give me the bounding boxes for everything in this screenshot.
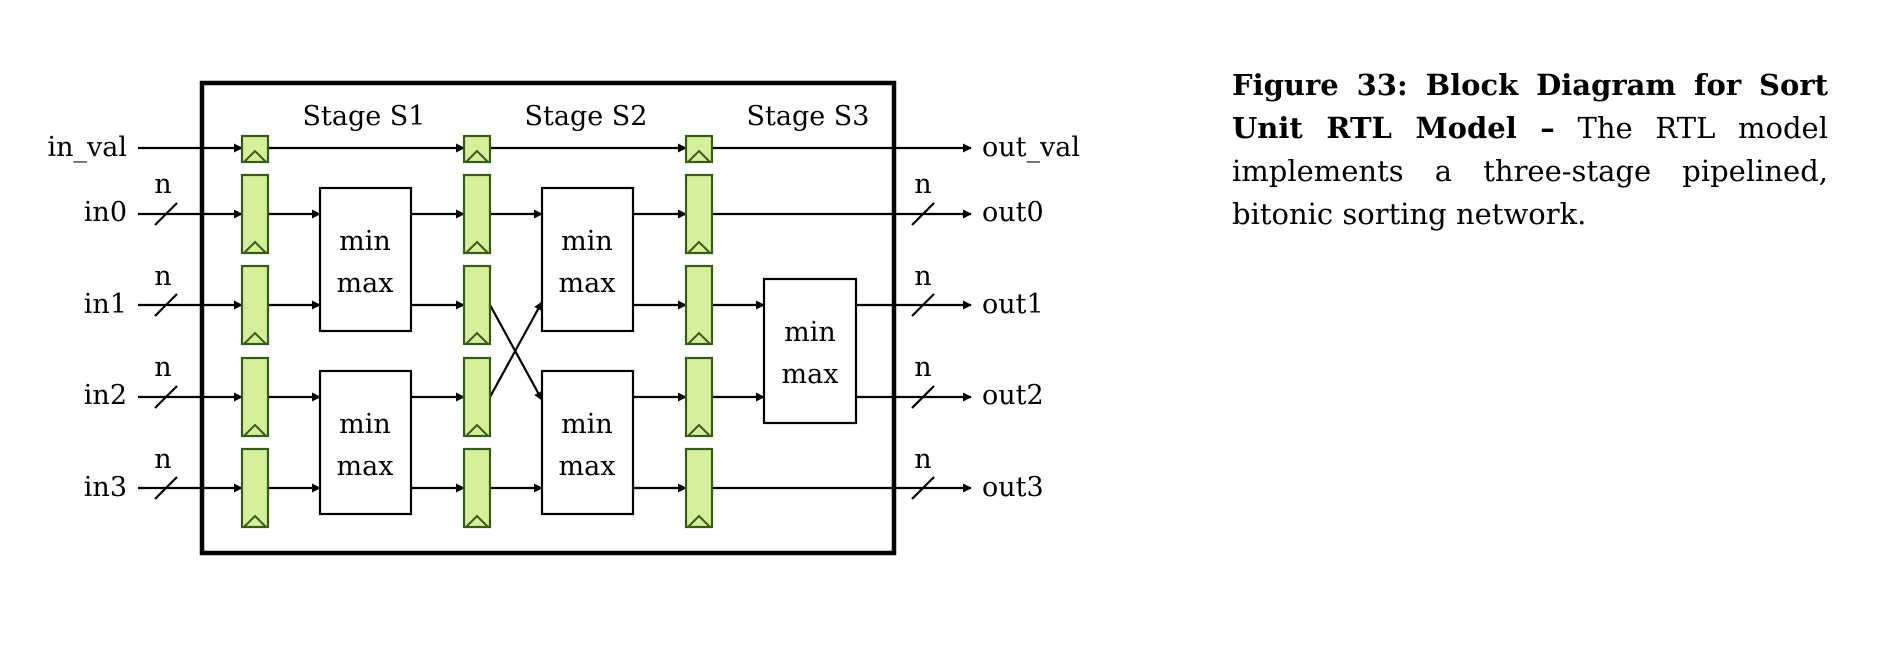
register-column-1 [240, 134, 270, 529]
bus-width-in0: n [154, 169, 171, 200]
minmax-min-label: min [339, 409, 391, 440]
register-valid-1 [240, 134, 270, 164]
bus-width-out3: n [914, 444, 931, 475]
register-2-3 [462, 447, 492, 529]
register-valid-3 [684, 134, 714, 164]
register-valid-2 [462, 134, 492, 164]
minmax-min-label: min [561, 226, 613, 257]
minmax-unit-s2-top: min max [540, 186, 635, 333]
caption-label: Figure 33: Block Diagram for Sort Unit R… [1232, 68, 1828, 145]
stage2-wires [489, 209, 687, 493]
register-column-3 [684, 134, 714, 529]
label-out2: out2 [982, 380, 1044, 411]
figure-caption: Figure 33: Block Diagram for Sort Unit R… [1232, 64, 1828, 236]
register-column-2 [462, 134, 492, 529]
label-in0: in0 [84, 197, 127, 228]
label-out-val: out_val [982, 132, 1080, 163]
label-out1: out1 [982, 289, 1044, 320]
stage3-wires [712, 202, 972, 500]
label-in2: in2 [84, 380, 127, 411]
label-in-val: in_val [47, 132, 127, 163]
bus-width-in2: n [154, 352, 171, 383]
register-3-1 [684, 264, 714, 346]
bus-width-in3: n [154, 444, 171, 475]
label-in3: in3 [84, 472, 127, 503]
register-1-0 [240, 173, 270, 255]
stage-label-s3: Stage S3 [747, 101, 870, 132]
minmax-unit-s1-top: min max [318, 186, 413, 333]
stage-label-s1: Stage S1 [303, 101, 426, 132]
register-1-3 [240, 447, 270, 529]
label-in1: in1 [84, 289, 127, 320]
minmax-max-label: max [337, 451, 394, 482]
minmax-max-label: max [337, 268, 394, 299]
minmax-unit-s1-bottom: min max [318, 369, 413, 516]
label-out0: out0 [982, 197, 1044, 228]
minmax-min-label: min [339, 226, 391, 257]
register-1-1 [240, 264, 270, 346]
sort-unit-block-diagram: Stage S1 Stage S2 Stage S3 in_val in0 in… [47, 80, 1080, 556]
minmax-unit-s3: min max [762, 277, 858, 425]
bus-width-out2: n [914, 352, 931, 383]
sort-unit-boundary [199, 80, 897, 556]
register-3-0 [684, 173, 714, 255]
minmax-unit-s2-bottom: min max [540, 369, 635, 516]
bus-width-out1: n [914, 261, 931, 292]
register-2-0 [462, 173, 492, 255]
register-2-2 [462, 356, 492, 438]
label-out3: out3 [982, 472, 1044, 503]
minmax-max-label: max [782, 359, 839, 390]
bus-width-out0: n [914, 169, 931, 200]
caption-text: The RTL model implements a three-stage p… [1232, 111, 1828, 231]
register-2-1 [462, 264, 492, 346]
bus-width-in1: n [154, 261, 171, 292]
register-1-2 [240, 356, 270, 438]
minmax-min-label: min [784, 317, 836, 348]
stage-label-s2: Stage S2 [525, 101, 648, 132]
register-3-2 [684, 356, 714, 438]
minmax-max-label: max [559, 268, 616, 299]
input-wires [138, 202, 243, 500]
stage1-wires [268, 209, 465, 493]
register-3-3 [684, 447, 714, 529]
minmax-min-label: min [561, 409, 613, 440]
minmax-max-label: max [559, 451, 616, 482]
